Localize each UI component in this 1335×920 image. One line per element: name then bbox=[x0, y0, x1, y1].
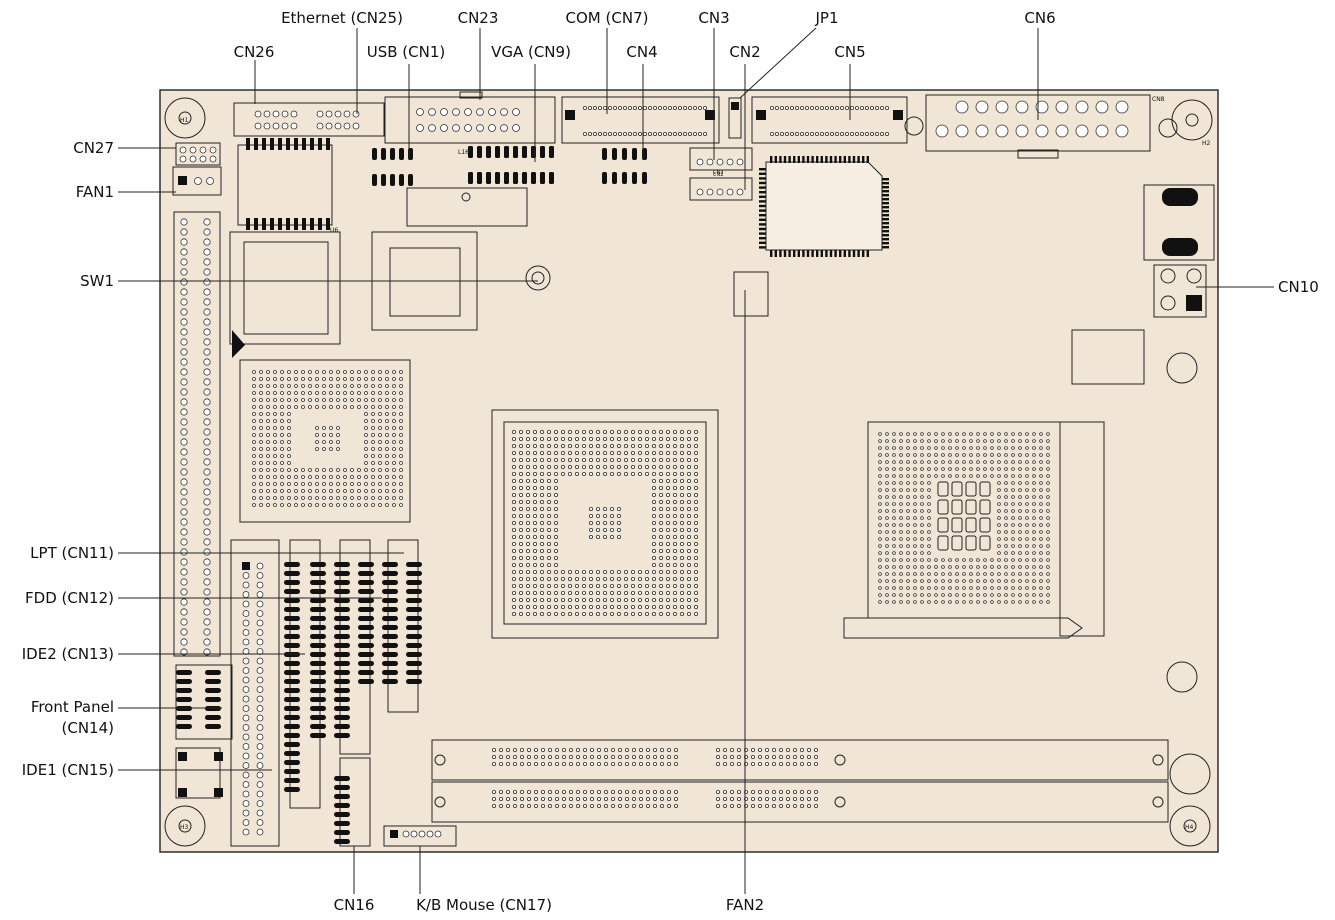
label-lpt-cn11: LPT (CN11) bbox=[30, 544, 114, 562]
slot-lower bbox=[431, 781, 1169, 823]
label-vga-cn9: VGA (CN9) bbox=[491, 43, 571, 61]
hole bbox=[1166, 661, 1198, 693]
qfp-chip bbox=[765, 161, 883, 251]
mounting-hole-h3: H3 bbox=[164, 805, 206, 847]
cn8-label: CN8 bbox=[1152, 96, 1165, 103]
cn2-header bbox=[689, 177, 753, 201]
label-cn4: CN4 bbox=[626, 43, 657, 61]
label-cn23: CN23 bbox=[458, 9, 499, 27]
vga-part bbox=[406, 187, 528, 227]
cn27-connector bbox=[175, 142, 221, 166]
label-cn27: CN27 bbox=[73, 139, 114, 157]
cn16-outline bbox=[339, 757, 371, 847]
front-panel-area bbox=[175, 664, 233, 740]
label-cn10: CN10 bbox=[1278, 278, 1319, 296]
cn23-pins bbox=[416, 108, 520, 132]
jp1-leader bbox=[739, 27, 817, 99]
eeprom-chip bbox=[1071, 329, 1145, 385]
label-fan2: FAN2 bbox=[726, 896, 764, 914]
h1-label: H1 bbox=[180, 117, 189, 124]
sw1-switch bbox=[525, 265, 551, 291]
h2-label: H2 bbox=[1202, 140, 1211, 147]
chip-legs bbox=[246, 138, 330, 230]
bga-center bbox=[491, 409, 719, 639]
usb-cn23-connector bbox=[384, 96, 556, 144]
label-cn6: CN6 bbox=[1024, 9, 1055, 27]
bga-left bbox=[239, 359, 411, 523]
cn26-pins bbox=[254, 110, 360, 130]
hole bbox=[904, 116, 924, 136]
mounting-hole-h4: H4 bbox=[1169, 805, 1211, 847]
mounting-hole-h1: H1 bbox=[164, 97, 206, 139]
hole bbox=[1169, 753, 1211, 795]
inductor bbox=[1143, 184, 1215, 261]
cpu-dots bbox=[878, 432, 1050, 604]
bga-center-dots bbox=[512, 429, 699, 617]
qfp-legs bbox=[759, 156, 889, 257]
label-jp1: JP1 bbox=[814, 9, 838, 27]
slot-upper bbox=[431, 739, 1169, 781]
label-ide1-cn15: IDE1 (CN15) bbox=[22, 761, 114, 779]
leader-lines bbox=[118, 27, 1274, 894]
cn2-small-label: CN2 bbox=[713, 172, 723, 178]
cn3-small-label: CN3 bbox=[713, 170, 723, 176]
left-header bbox=[173, 211, 221, 657]
slot-dots bbox=[491, 748, 819, 809]
label-front-panel: Front Panel bbox=[31, 698, 114, 716]
h3-label: H3 bbox=[180, 824, 189, 831]
cn10-connector bbox=[1153, 264, 1207, 318]
front-panel-pins bbox=[176, 670, 221, 729]
jp1-jumper bbox=[728, 97, 742, 139]
small-header-pins bbox=[696, 158, 744, 196]
u6-label: U6 bbox=[330, 227, 338, 234]
left-header-pins bbox=[180, 218, 211, 656]
chip bbox=[237, 144, 333, 226]
cn5-connector bbox=[751, 96, 908, 144]
label-cn26: CN26 bbox=[234, 43, 275, 61]
label-ethernet-cn25: Ethernet (CN25) bbox=[281, 9, 403, 27]
cn26-connector bbox=[233, 102, 385, 137]
label-sw1: SW1 bbox=[80, 272, 114, 290]
ide1-pins bbox=[242, 562, 264, 836]
label-com-cn7: COM (CN7) bbox=[566, 9, 649, 27]
com-pins bbox=[583, 106, 708, 136]
label-cn3: CN3 bbox=[698, 9, 729, 27]
ic-rows bbox=[372, 146, 647, 186]
label-cn16: CN16 bbox=[334, 896, 375, 914]
kb-pins bbox=[402, 830, 442, 838]
h4-label: H4 bbox=[1185, 824, 1194, 831]
fan1-connector bbox=[172, 166, 222, 196]
label-cn5: CN5 bbox=[834, 43, 865, 61]
label-fan1: FAN1 bbox=[76, 183, 114, 201]
com-cn7-connector bbox=[561, 96, 720, 144]
cn5-pins bbox=[770, 106, 890, 136]
ic-columns bbox=[284, 562, 422, 844]
label-front-panel-cn14: (CN14) bbox=[62, 719, 115, 737]
bga-left-dots bbox=[252, 370, 403, 507]
front-panel-sub bbox=[175, 747, 221, 799]
label-cn2: CN2 bbox=[729, 43, 760, 61]
label-usb-cn1: USB (CN1) bbox=[367, 43, 446, 61]
label-ide2-cn13: IDE2 (CN13) bbox=[22, 645, 114, 663]
hole bbox=[1158, 118, 1178, 138]
cn6-pins bbox=[935, 100, 1129, 138]
cn3-header bbox=[689, 147, 753, 171]
label-kb-mouse-cn17: K/B Mouse (CN17) bbox=[416, 896, 552, 914]
ide1-header bbox=[230, 539, 280, 847]
l16-label: L16 bbox=[458, 149, 469, 156]
bga-small bbox=[229, 231, 341, 345]
fan2-connector bbox=[733, 271, 769, 317]
battery bbox=[1166, 352, 1198, 384]
cn27-pins bbox=[179, 146, 217, 163]
label-fdd-cn12: FDD (CN12) bbox=[25, 589, 114, 607]
